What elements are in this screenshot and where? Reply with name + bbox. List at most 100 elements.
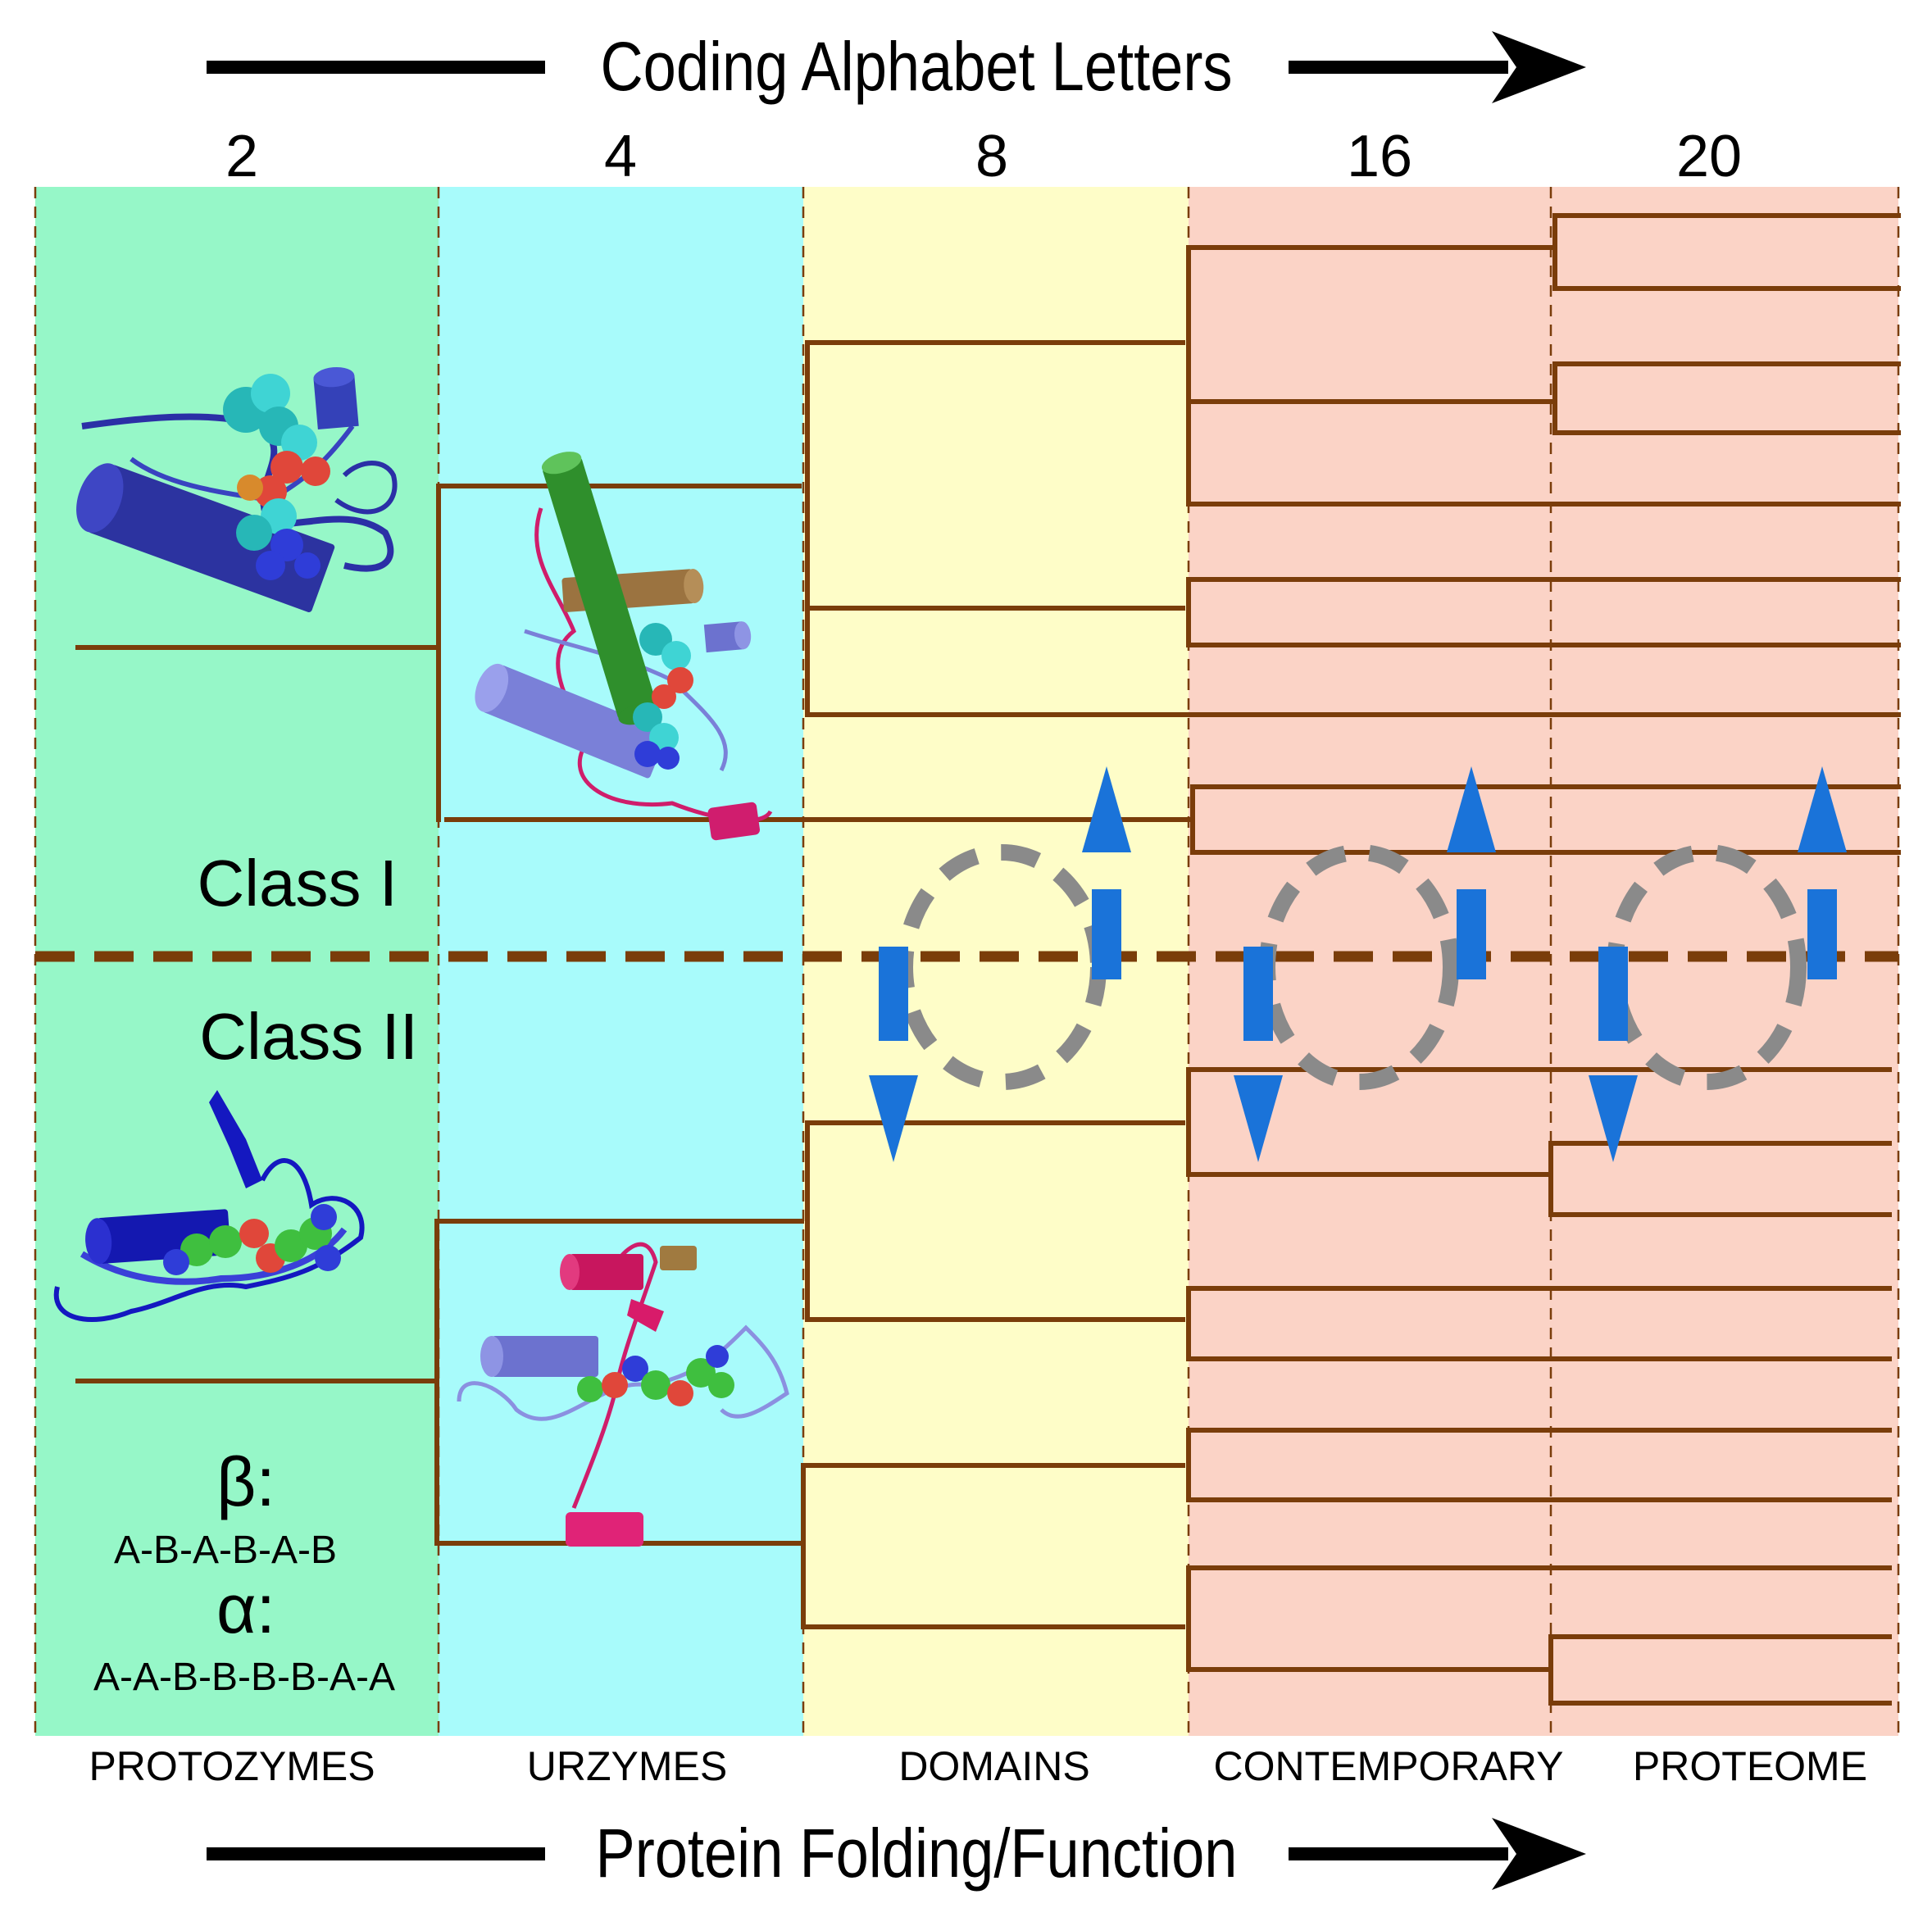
atom-sphere [251, 374, 290, 413]
letter-count-2: 2 [225, 124, 258, 189]
stage-labels: PROTOZYMES URZYMES DOMAINS CONTEMPORARY … [89, 1743, 1867, 1789]
stage-protozymes: PROTOZYMES [89, 1743, 375, 1789]
stage-urzymes: URZYMES [527, 1743, 727, 1789]
helix-cylinder [660, 1246, 697, 1270]
atom-sphere [622, 1356, 648, 1382]
atom-sphere [270, 529, 303, 561]
ligand-spheres [577, 1345, 734, 1406]
letter-count-8: 8 [975, 124, 1008, 189]
arrow-up-head-icon [1798, 766, 1847, 852]
atom-sphere [163, 1249, 189, 1275]
helix-cylinder [566, 1512, 643, 1547]
ligand-spheres [223, 374, 330, 580]
urzymes-column-background [439, 187, 803, 1736]
ribbon-loop [80, 1227, 348, 1285]
arrow-up-shaft [1092, 889, 1121, 979]
atom-sphere [602, 1372, 628, 1398]
helix-cylinder [707, 802, 760, 841]
arrow-down-head-icon [869, 1075, 918, 1162]
protozyme-class-ii-structure-icon [53, 1090, 365, 1322]
helix-cap [313, 366, 355, 388]
class-ii-label: Class II [199, 1000, 418, 1073]
top-arrow-head [1492, 31, 1586, 103]
atom-sphere [237, 475, 263, 501]
atom-sphere [633, 702, 662, 732]
atom-sphere [686, 1358, 716, 1388]
helix-cap [480, 1336, 503, 1377]
bottom-arrow-label: Protein Folding/Function [596, 1815, 1238, 1892]
atom-sphere [667, 667, 693, 693]
helix-cap [475, 663, 509, 712]
arrow-down-shaft [1598, 947, 1628, 1041]
atom-sphere [634, 741, 661, 767]
dendrogram-tree [75, 213, 1901, 1706]
stage-proteome: PROTEOME [1633, 1743, 1867, 1789]
ligand-spheres [163, 1204, 341, 1275]
arrow-up-shaft [1807, 889, 1837, 979]
letter-count-20: 20 [1676, 124, 1742, 189]
atom-sphere [294, 552, 320, 579]
atom-sphere [641, 1370, 671, 1400]
exchange-arrows [869, 766, 1847, 1162]
atom-sphere [209, 1225, 242, 1258]
arrow-down-shaft [879, 947, 908, 1041]
atom-sphere [315, 1245, 341, 1271]
alpha-symbol: α: [216, 1570, 275, 1647]
top-axis-arrow: Coding Alphabet Letters [207, 28, 1586, 105]
helix-cap [85, 1218, 112, 1265]
helix-cylinder [570, 1254, 643, 1290]
arrow-up-head-icon [1447, 766, 1496, 852]
atom-sphere [708, 1372, 734, 1398]
atom-sphere [256, 551, 285, 580]
helix-cap [684, 569, 704, 603]
atom-sphere [239, 1219, 269, 1248]
helix-cylinder [492, 1336, 598, 1377]
ribbon-loop [457, 1324, 789, 1421]
urzyme-class-i-structure-icon [475, 452, 773, 841]
stage-domains: DOMAINS [898, 1743, 1089, 1789]
helix-cap [76, 463, 124, 533]
atom-sphere [657, 747, 680, 770]
atom-sphere [652, 684, 676, 709]
letter-count-row: 2 4 8 16 20 [225, 124, 1742, 189]
helix-cap [734, 621, 752, 650]
alpha-pattern: A-A-B-B-B-B-A-A [93, 1656, 395, 1699]
stage-contemporary: CONTEMPORARY [1214, 1743, 1564, 1789]
helix-cylinder [543, 457, 657, 720]
beta-symbol: β: [216, 1443, 275, 1520]
atom-sphere [311, 1204, 337, 1230]
atom-sphere [275, 1229, 307, 1262]
ribbon-loop [571, 1242, 658, 1509]
atom-sphere [577, 1376, 603, 1402]
protozyme-class-i-structure-icon [76, 366, 398, 612]
helix-cylinder [313, 375, 359, 430]
helix-cap [560, 1254, 580, 1290]
ligand-spheres [633, 623, 693, 770]
atom-sphere [301, 457, 330, 486]
atom-sphere [661, 641, 691, 670]
ribbon-loop [334, 461, 398, 515]
letter-count-4: 4 [604, 124, 637, 189]
arrow-up-head-icon [1082, 766, 1131, 852]
arrow-down-shaft [1243, 947, 1273, 1041]
helix-cylinder [483, 665, 668, 779]
top-arrow-label: Coding Alphabet Letters [601, 28, 1233, 105]
ribbon-loop [53, 1158, 365, 1322]
atom-sphere [270, 451, 303, 484]
beta-strand-arrow [209, 1090, 262, 1188]
arrow-down-head-icon [1234, 1075, 1283, 1162]
helix-cap [541, 452, 582, 475]
urzyme-class-ii-structure-icon [457, 1242, 789, 1547]
bottom-axis-arrow: Protein Folding/Function [207, 1815, 1586, 1892]
letter-count-16: 16 [1347, 124, 1412, 189]
atom-sphere [236, 515, 272, 551]
atom-sphere [706, 1345, 729, 1368]
arrow-up-shaft [1457, 889, 1486, 979]
beta-strand-arrow [627, 1299, 664, 1332]
helix-cylinder [703, 621, 744, 653]
class-i-label: Class I [198, 847, 398, 920]
atom-sphere [667, 1380, 693, 1406]
atom-sphere [639, 623, 672, 656]
beta-pattern: A-B-A-B-A-B [114, 1529, 337, 1572]
